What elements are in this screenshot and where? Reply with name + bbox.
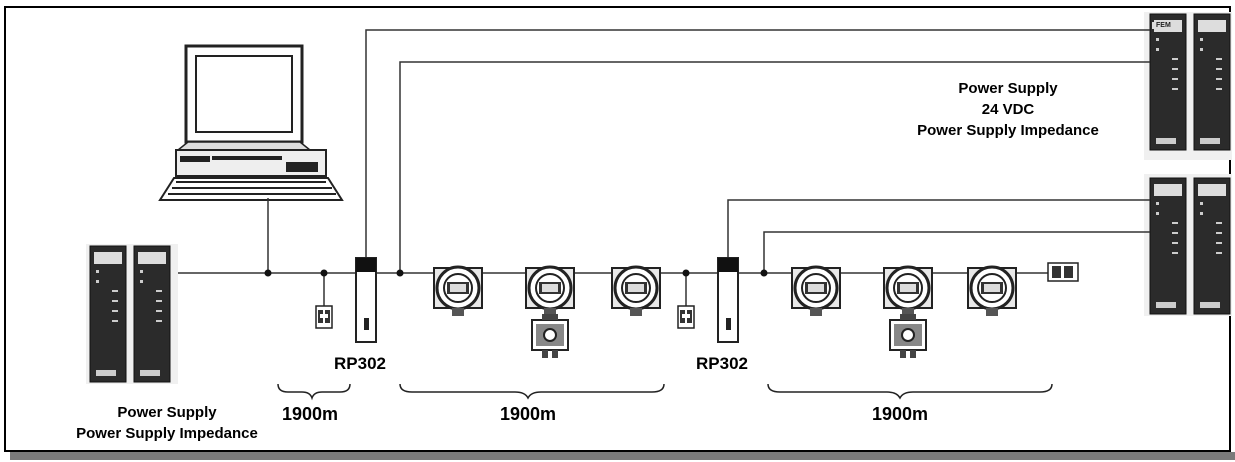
repeater-2-icon	[717, 257, 739, 343]
segment-braces	[277, 383, 1053, 401]
power-supply-left-label: Power Supply Power Supply Impedance	[60, 402, 274, 444]
pressure-sensor-2-icon	[889, 313, 927, 359]
frame-shadow	[10, 452, 1235, 460]
terminator-3-icon	[1047, 262, 1079, 282]
junction-dots	[264, 269, 768, 277]
transmitter-1-icon	[432, 265, 484, 318]
terminator-2-icon	[677, 305, 695, 329]
segment-1-length: 1900m	[282, 404, 339, 424]
power-supply-left-line2: Power Supply Impedance	[76, 425, 258, 442]
repeater-2-label: RP302	[696, 354, 748, 373]
power-supply-left-line1: Power Supply	[117, 404, 217, 421]
transmitter-3-icon	[610, 265, 662, 318]
power-supply-top-icon	[1144, 12, 1232, 160]
terminator-1-icon	[315, 305, 333, 329]
module-badge: FEM	[1152, 22, 1175, 29]
transmitter-5-icon	[882, 265, 934, 318]
transmitter-6-icon	[966, 265, 1018, 318]
power-supply-top-label: Power Supply 24 VDC Power Supply Impedan…	[890, 78, 1126, 141]
segment-3-length: 1900m	[872, 404, 929, 424]
transmitter-4-icon	[790, 265, 842, 318]
computer-icon	[158, 44, 344, 201]
power-supply-top-line1: Power Supply	[958, 80, 1058, 97]
power-supply-left-icon	[86, 244, 178, 384]
repeater-1-icon	[355, 257, 377, 343]
repeater-1-label: RP302	[334, 354, 386, 373]
power-supply-top-line3: Power Supply Impedance	[917, 122, 1099, 139]
transmitter-2-icon	[524, 265, 576, 318]
pressure-sensor-1-icon	[531, 313, 569, 359]
power-supply-top-line2: 24 VDC	[981, 101, 1035, 118]
power-supply-right-icon	[1144, 174, 1232, 316]
segment-2-length: 1900m	[500, 404, 557, 424]
